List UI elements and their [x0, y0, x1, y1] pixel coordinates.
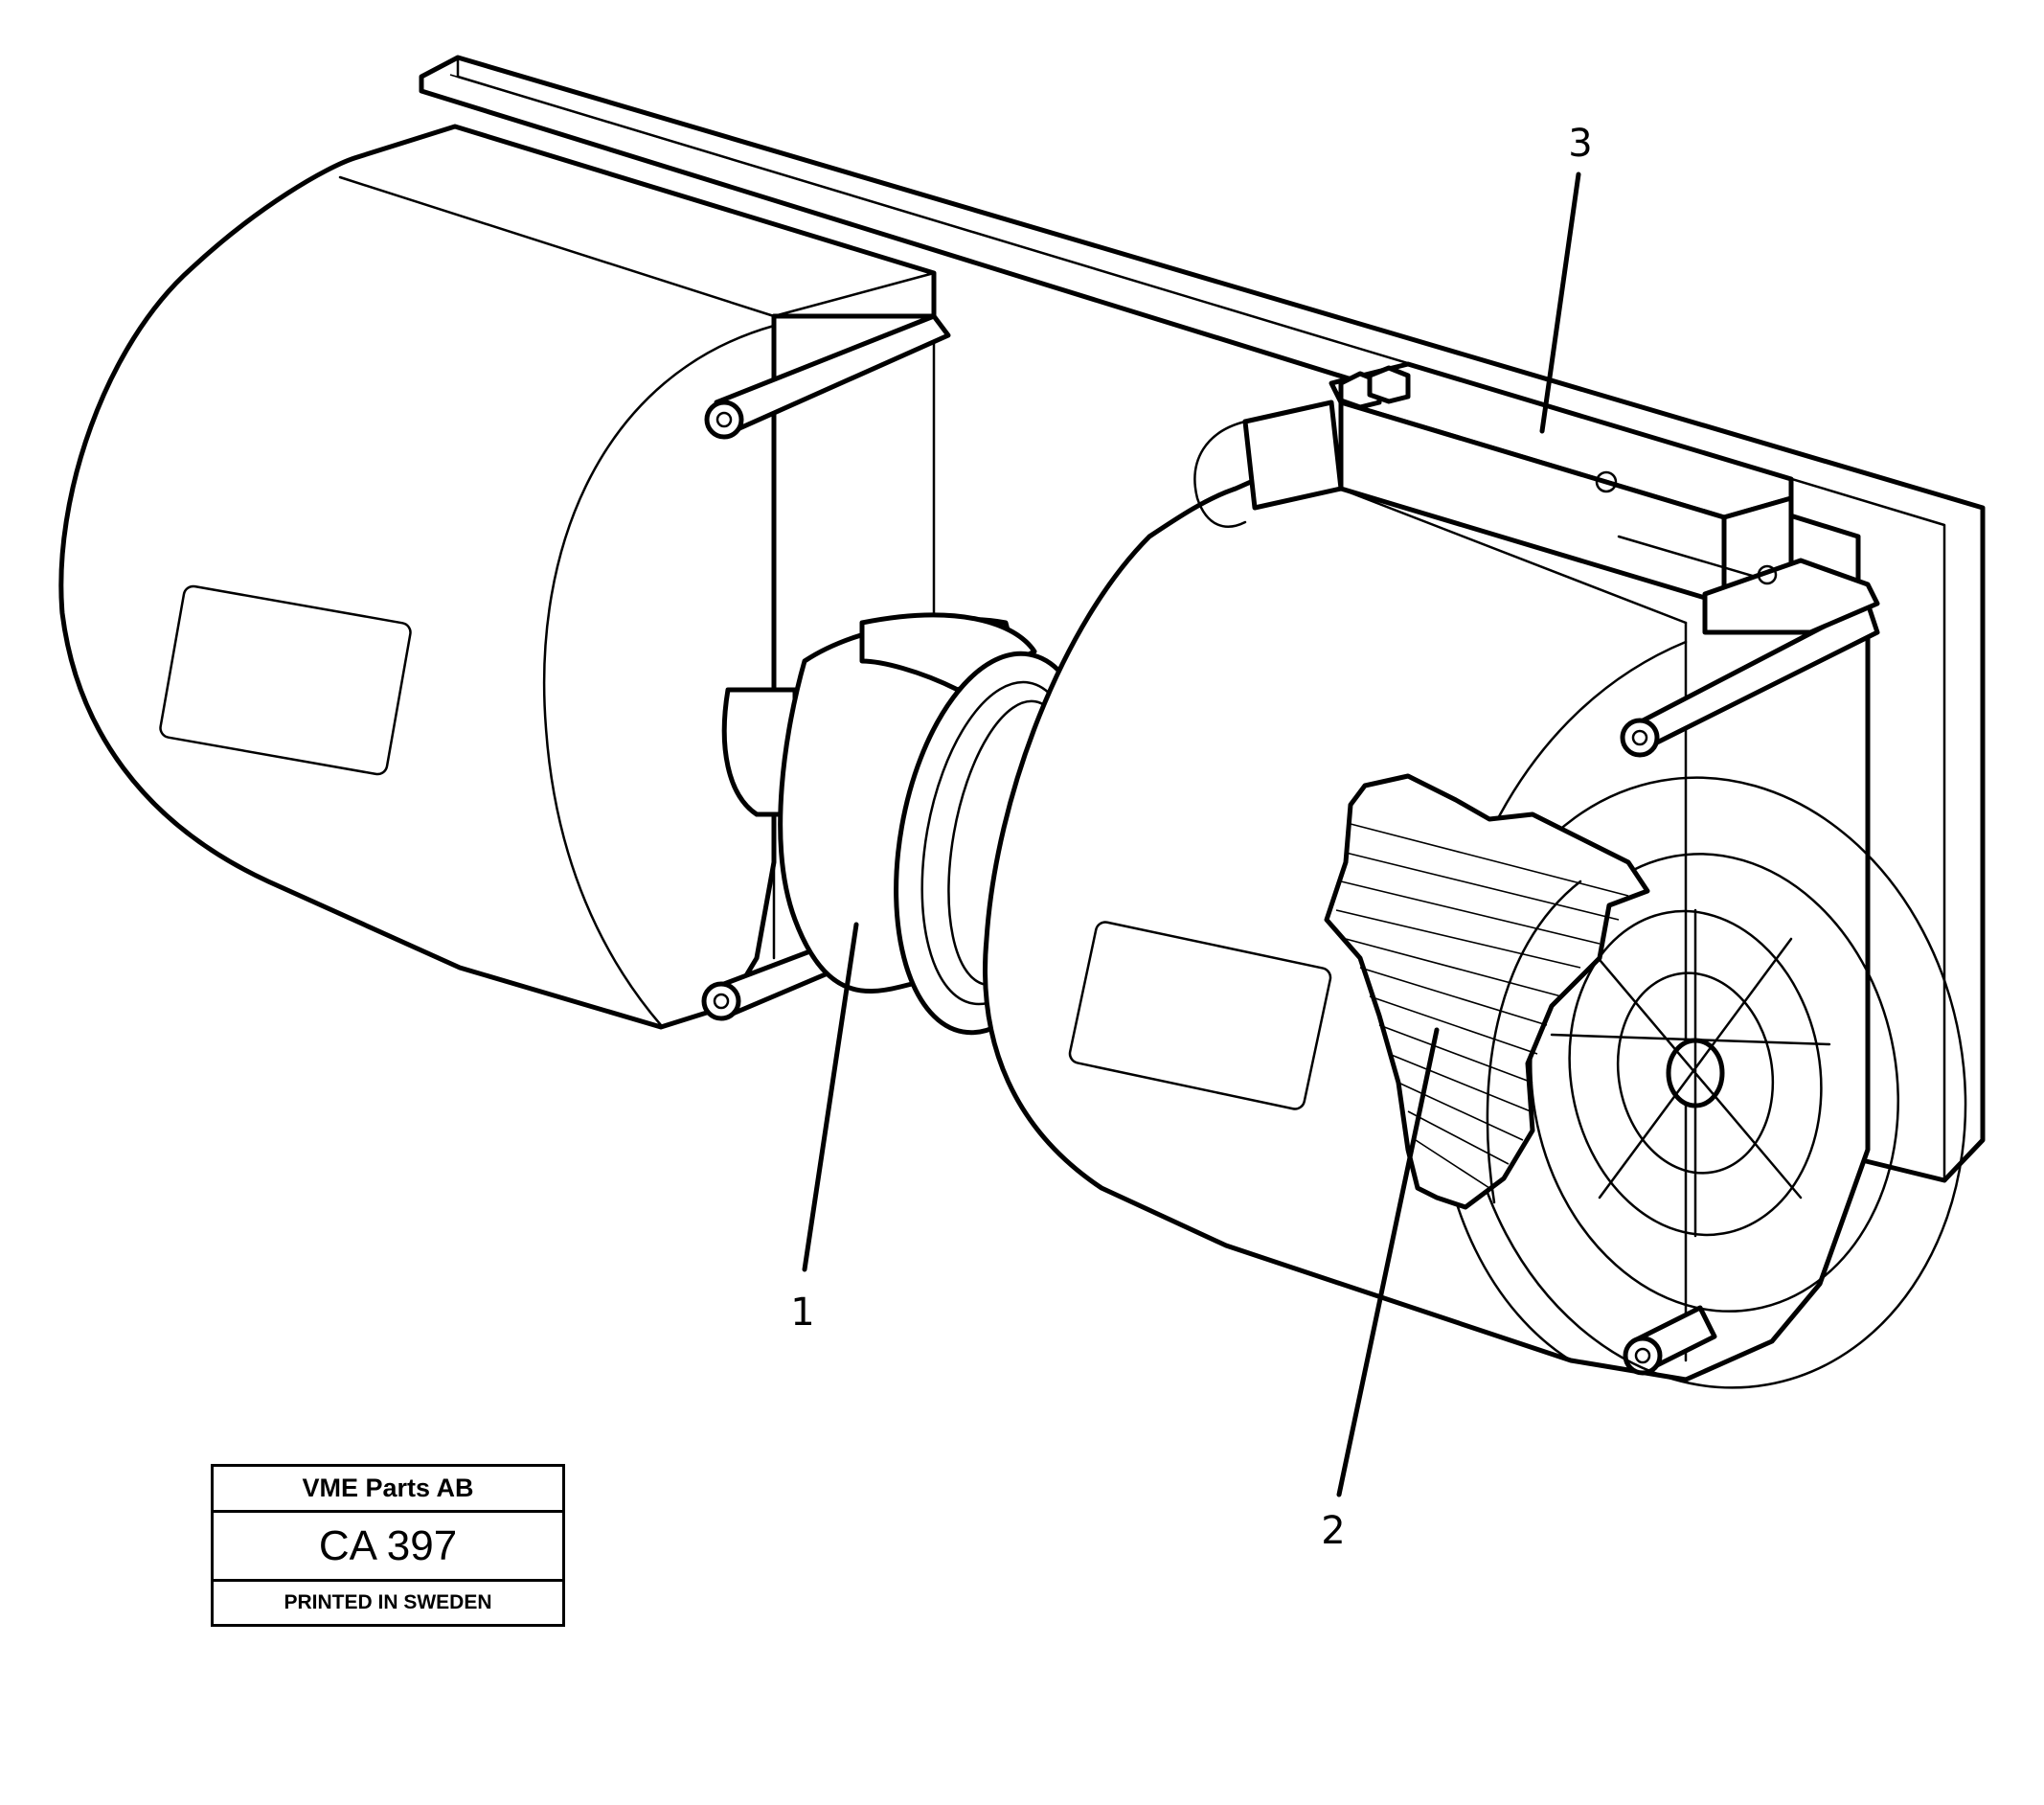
leader-line-2 — [1336, 1027, 1440, 1497]
callout-2: 2 — [1321, 1509, 1346, 1553]
left-blower-housing — [58, 124, 951, 1030]
title-block-company: VME Parts AB — [214, 1467, 562, 1513]
callout-3: 3 — [1568, 122, 1593, 166]
control-unit — [1193, 361, 1880, 635]
title-block: VME Parts AB CA 397 PRINTED IN SWEDEN — [211, 1464, 565, 1627]
title-block-drawing-number: CA 397 — [214, 1513, 562, 1582]
title-block-footer: PRINTED IN SWEDEN — [284, 1591, 492, 1613]
leader-line-3 — [1539, 171, 1581, 434]
callout-1: 1 — [790, 1291, 815, 1335]
fan-wheel-cutaway — [1324, 773, 1650, 1210]
blower-motor — [721, 612, 1099, 1036]
leader-line-1 — [802, 922, 859, 1272]
